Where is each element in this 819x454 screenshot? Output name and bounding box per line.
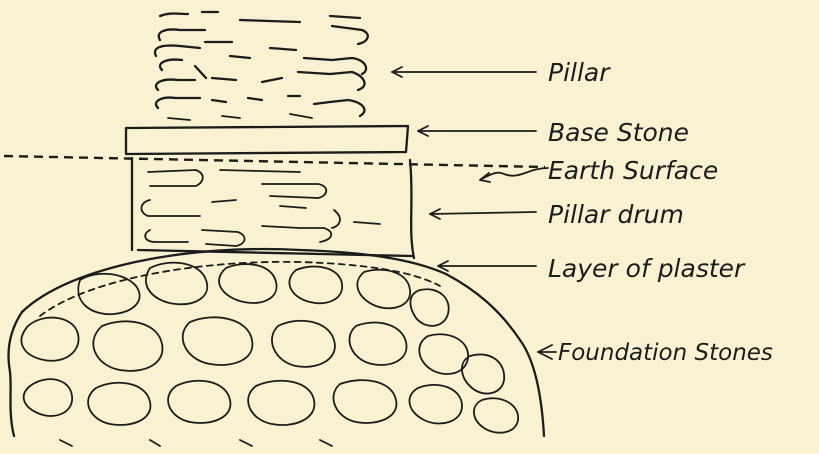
pillar-arrow-icon [392,67,536,77]
earth-surface-line [4,156,545,167]
earth-surface-arrow-icon [480,168,548,182]
pillar [155,12,368,120]
pillar-drum-label: Pillar drum [548,202,684,227]
pillar-label: Pillar [548,60,610,85]
base-stone-label: Base Stone [548,120,689,145]
base-stone-arrow-icon [418,126,536,136]
plaster-label: Layer of plaster [548,256,744,281]
foundation-label: Foundation Stones [558,342,773,365]
foundation-arrow-icon [538,345,556,359]
plaster-arrow-icon [438,261,536,271]
pillar-drum-arrow-icon [430,209,536,219]
pillar-drum [132,158,414,258]
earth-surface-label: Earth Surface [548,158,718,183]
leader-lines [392,67,556,359]
base-stone [126,126,408,154]
